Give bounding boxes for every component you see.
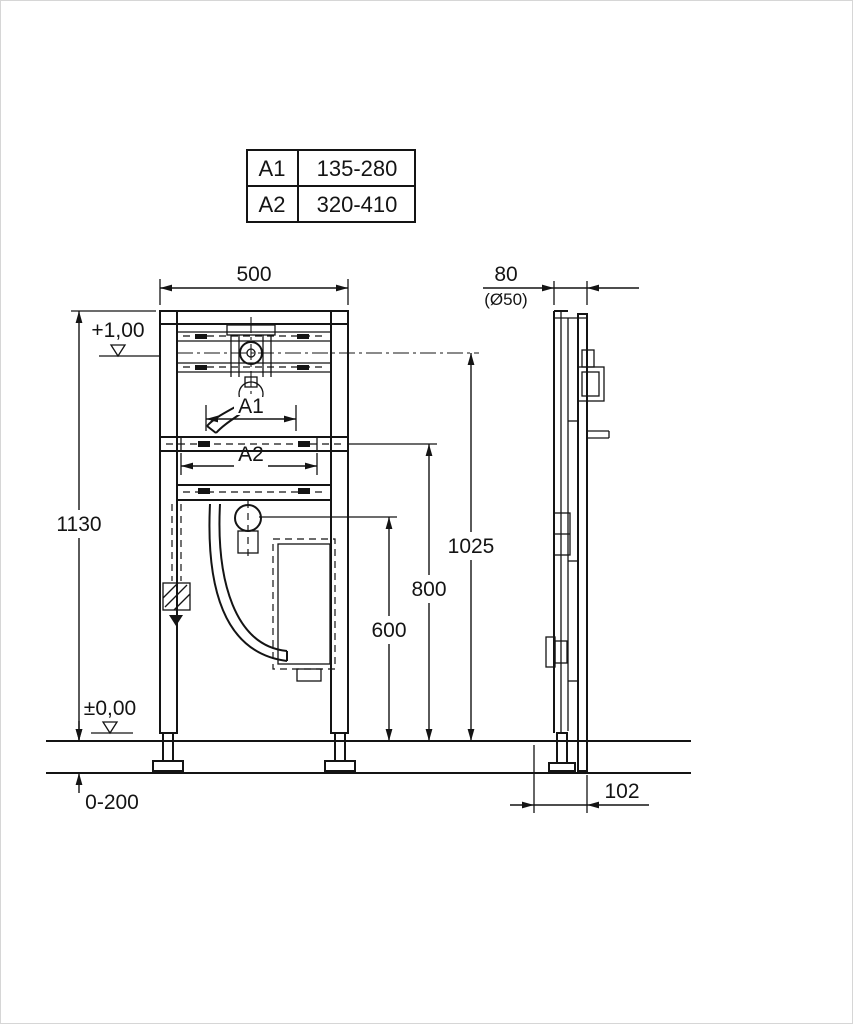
dim-a1-label: A1 [238,395,264,418]
dim-102-label: 102 [604,780,639,803]
dim-a2-label: A2 [238,443,264,466]
dim-0-200-label: 0-200 [85,791,139,814]
level-top-label: +1,00 [91,319,144,342]
wall-bracket [162,504,191,626]
level-mark-zero: ±0,00 [84,697,136,735]
side-view [545,310,610,772]
mounting-box [272,538,336,682]
dim-1130-label: 1130 [56,513,101,536]
dimension-600: 600 [259,516,414,741]
dimension-a1: A1 [205,395,297,431]
level-triangle-icon [101,721,119,735]
side-foot [548,732,576,772]
lower-crossbar [176,484,332,501]
wall-rail [577,313,588,772]
dimension-800: 800 [348,443,454,741]
dimension-height-1130: 1130 [54,310,156,741]
dim-600-label: 600 [371,619,406,642]
table-cell-a1-value: 135-280 [317,156,398,181]
drain-outlet [234,501,262,561]
dimension-offset-102: 102 [510,745,649,813]
dim-500-label: 500 [236,263,271,286]
table-cell-a2-value: 320-410 [317,192,398,217]
pipe-stub [587,430,610,439]
bracket-marker [169,615,183,626]
dim-1025-label: 1025 [448,535,495,558]
dimension-foot-0-200: 0-200 [75,721,139,814]
inlet-circle [239,341,263,365]
frame-feet [152,732,356,772]
level-mark-top: +1,00 [91,319,160,358]
front-view [152,310,479,772]
dimension-width-500: 500 [159,263,349,305]
floor-lines [46,740,691,774]
table-cell-a1-key: A1 [259,156,286,181]
connection-box [577,349,605,402]
dim-d50-label: (Ø50) [484,290,527,309]
dim-800-label: 800 [411,578,446,601]
dimension-depth-80: 80 (Ø50) [483,263,639,309]
upper-crossbars [177,331,331,373]
level-triangle-icon [109,344,127,358]
table-cell-a2-key: A2 [259,192,286,217]
dimension-a2: A2 [180,443,318,475]
dimension-1025: 1025 [439,353,503,741]
flush-pipe [208,503,288,662]
level-zero-label: ±0,00 [84,697,136,720]
dim-80-label: 80 [494,263,517,286]
spec-table: A1 135-280 A2 320-410 [246,149,416,223]
